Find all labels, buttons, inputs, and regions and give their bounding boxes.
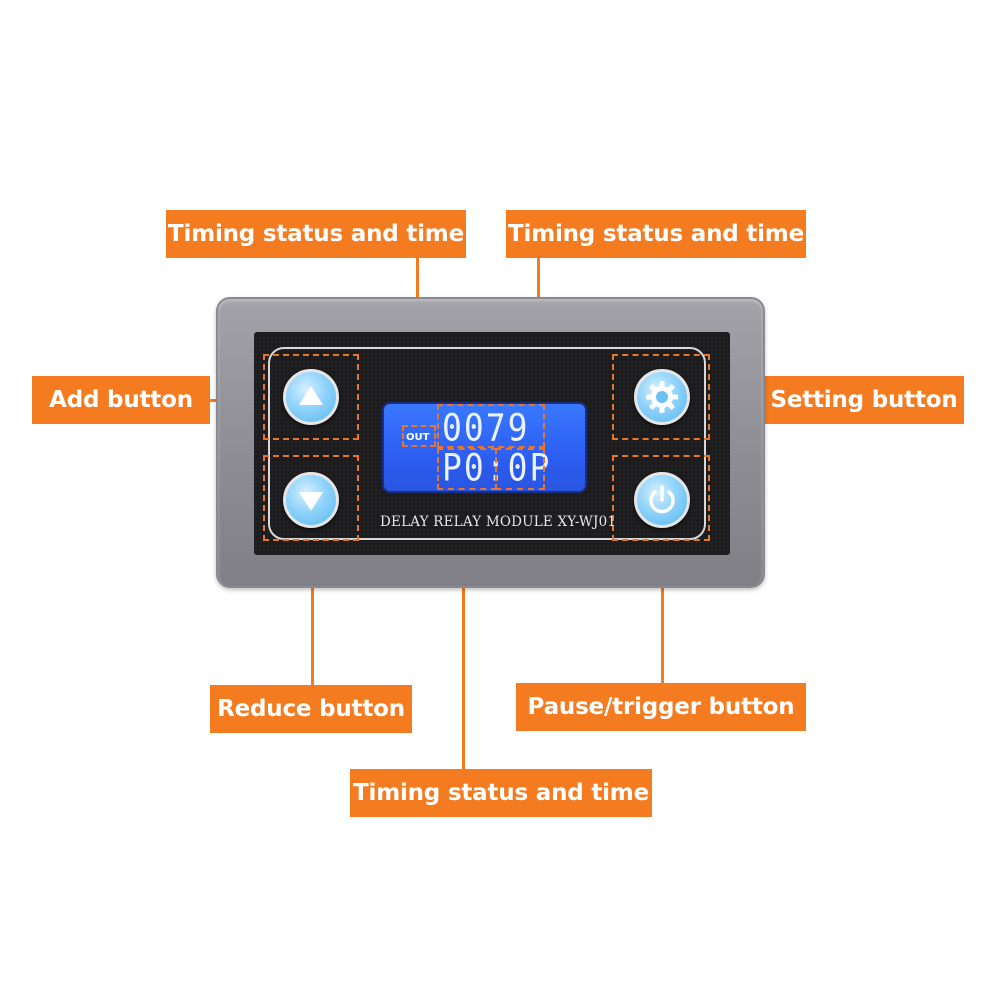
triangle-down-icon <box>299 492 323 511</box>
add-button[interactable] <box>283 369 339 425</box>
display-top-digits: 0079 <box>442 405 530 450</box>
callout-timing-status-left: Timing status and time <box>166 210 466 258</box>
gear-icon <box>646 381 678 413</box>
leader-line-timing-bottom <box>462 490 465 769</box>
add-button-highlight <box>263 354 359 440</box>
callout-add-button: Add button <box>32 376 210 424</box>
setting-button[interactable] <box>634 369 690 425</box>
module-model-label: DELAY RELAY MODULE XY-WJ01 <box>380 514 617 530</box>
callout-timing-status-right: Timing status and time <box>506 210 806 258</box>
triangle-up-icon <box>299 386 323 405</box>
display-out-label: OUT <box>406 432 430 443</box>
top-digits-highlight <box>437 404 545 448</box>
callout-setting-button: Setting button <box>764 376 964 424</box>
out-indicator-highlight <box>402 425 436 447</box>
reduce-button-highlight <box>263 455 359 541</box>
panel-outline <box>268 347 706 540</box>
bottom-digits-left-highlight <box>437 448 497 490</box>
leader-line-pause <box>661 540 664 683</box>
callout-reduce-button: Reduce button <box>210 685 412 733</box>
callout-timing-status-bottom: Timing status and time <box>350 769 652 817</box>
reduce-button[interactable] <box>283 472 339 528</box>
leader-line-reduce <box>311 540 314 685</box>
bottom-digits-right-highlight <box>495 448 545 490</box>
callout-pause-trigger-button: Pause/trigger button <box>516 683 806 731</box>
setting-button-highlight <box>612 354 710 440</box>
power-icon <box>649 485 675 514</box>
pause-button-highlight <box>612 455 710 541</box>
pause-trigger-button[interactable] <box>634 472 690 528</box>
